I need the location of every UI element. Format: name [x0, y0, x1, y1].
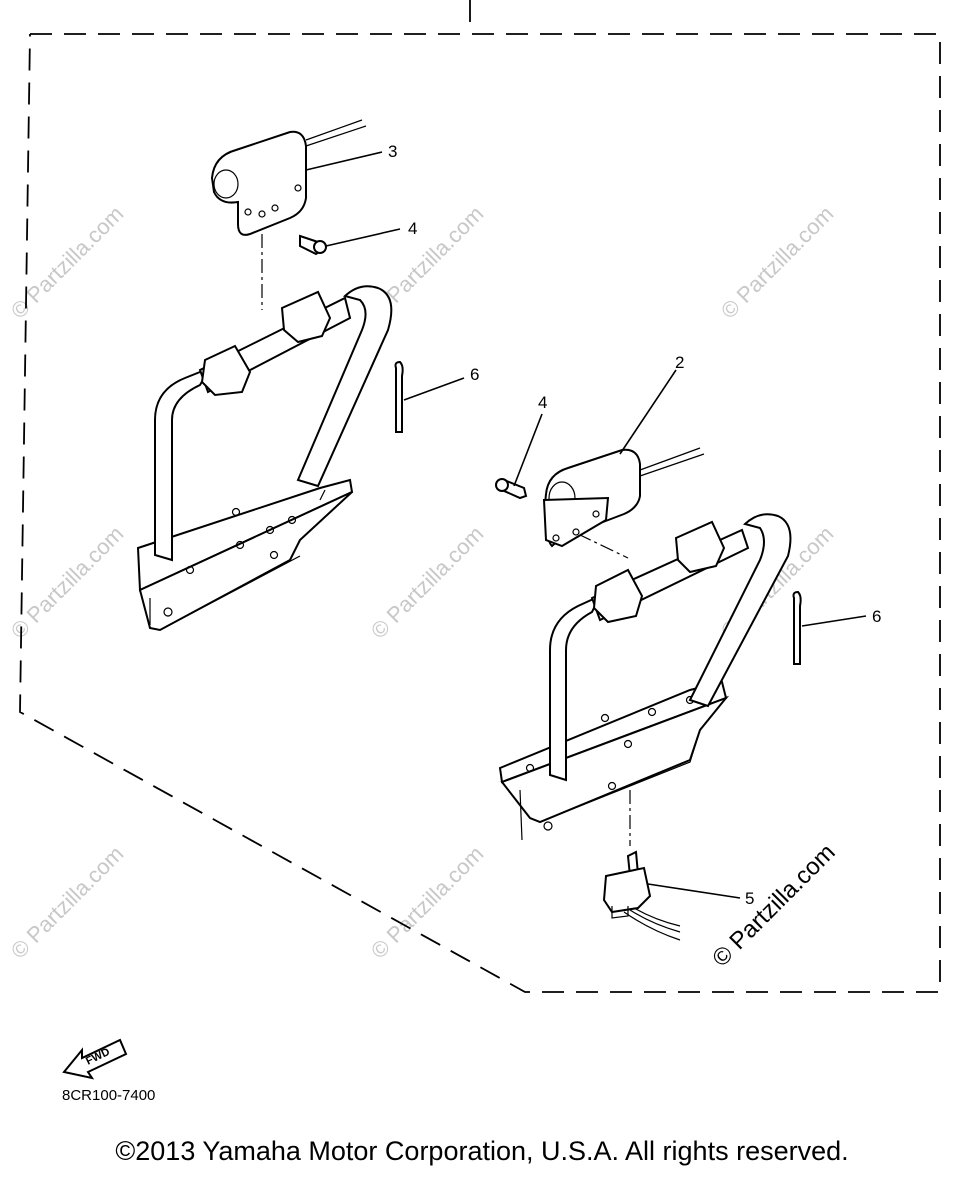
callout-4: 4 — [408, 219, 417, 238]
callout-2: 2 — [675, 353, 684, 372]
watermark-text: © Partzilla.com — [6, 841, 129, 964]
watermark-layer: © Partzilla.com © Partzilla.com © Partzi… — [6, 201, 839, 964]
part-code: 8CR100-7400 — [62, 1087, 156, 1104]
leader-lines — [305, 151, 867, 899]
callout-6: 6 — [470, 365, 479, 384]
kit-outline — [19, 0, 941, 993]
watermark-text: © Partzilla.com — [6, 201, 129, 324]
copyright-text: ©2013 Yamaha Motor Corporation, U.S.A. A… — [115, 1136, 849, 1166]
callout-6: 6 — [872, 607, 881, 626]
fwd-arrow-icon: FWD — [62, 1038, 128, 1080]
callout-4: 4 — [538, 393, 547, 412]
partzilla-watermark: © Partzilla.com — [707, 839, 840, 972]
watermark-text: © Partzilla.com — [366, 521, 489, 644]
callout-5: 5 — [745, 889, 754, 908]
left-assembly — [136, 119, 404, 632]
watermark-text: © Partzilla.com — [6, 521, 129, 644]
watermark-text: © Partzilla.com — [716, 201, 839, 324]
watermark-text: © Partzilla.com — [366, 841, 489, 964]
callout-3: 3 — [388, 142, 397, 161]
right-assembly — [495, 447, 802, 941]
callout-labels: 3 4 6 2 4 6 5 — [388, 142, 881, 908]
